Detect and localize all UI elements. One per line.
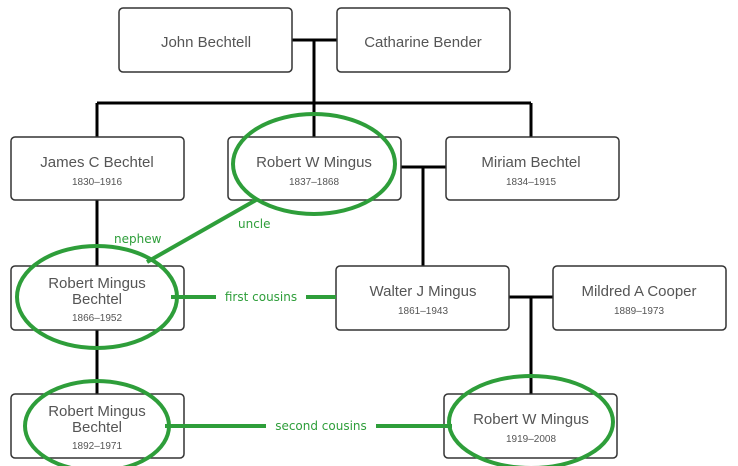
name-john-bechtell: John Bechtell <box>161 34 251 51</box>
highlight-circle-robert-w-mingus-sr <box>231 112 397 216</box>
box-james-c-bechtel <box>10 136 185 201</box>
person-boxes <box>10 7 727 459</box>
box-catharine-bender <box>336 7 511 73</box>
name-mildred-a-cooper: Mildred A Cooper <box>581 283 696 300</box>
label-second-cousins: second cousins <box>275 419 367 433</box>
box-mildred-a-cooper <box>552 265 727 331</box>
dates-miriam-bechtel: 1834–1915 <box>506 177 556 188</box>
tree-connectors <box>95 38 553 394</box>
label-first-cousins: first cousins <box>225 290 297 304</box>
relation-line-nephew-uncle <box>146 198 257 264</box>
box-robert-w-mingus-sr <box>227 136 402 201</box>
dates-robert-mingus-bechtel-1866: 1866–1952 <box>72 313 122 324</box>
name-line1-robert-mingus-bechtel-1866: Robert Mingus <box>48 275 146 292</box>
label-nephew: nephew <box>114 232 162 246</box>
name-line2-robert-mingus-bechtel-1866: Bechtel <box>72 291 122 308</box>
name-walter-j-mingus: Walter J Mingus <box>370 283 477 300</box>
name-line1-robert-mingus-bechtel-1892: Robert Mingus <box>48 403 146 420</box>
relationship-highlights <box>15 112 615 466</box>
dates-robert-mingus-bechtel-1892: 1892–1971 <box>72 441 122 452</box>
dates-robert-w-mingus-jr: 1919–2008 <box>506 434 556 445</box>
name-miriam-bechtel: Miriam Bechtel <box>481 154 580 171</box>
name-james-c-bechtel: James C Bechtel <box>40 154 153 171</box>
dates-james-c-bechtel: 1830–1916 <box>72 177 122 188</box>
highlight-circle-robert-w-mingus-jr <box>447 374 615 466</box>
name-line2-robert-mingus-bechtel-1892: Bechtel <box>72 419 122 436</box>
person-labels: John Bechtell Catharine Bender James C B… <box>40 34 696 452</box>
relationship-labels: nephew uncle first cousins second cousin… <box>114 217 367 433</box>
name-catharine-bender: Catharine Bender <box>364 34 482 51</box>
box-miriam-bechtel <box>445 136 620 201</box>
dates-walter-j-mingus: 1861–1943 <box>398 306 448 317</box>
name-robert-w-mingus-jr: Robert W Mingus <box>473 411 589 428</box>
label-uncle: uncle <box>238 217 271 231</box>
dates-mildred-a-cooper: 1889–1973 <box>614 306 664 317</box>
dates-robert-w-mingus-sr: 1837–1868 <box>289 177 339 188</box>
box-john-bechtell <box>118 7 293 73</box>
name-robert-w-mingus-sr: Robert W Mingus <box>256 154 372 171</box>
